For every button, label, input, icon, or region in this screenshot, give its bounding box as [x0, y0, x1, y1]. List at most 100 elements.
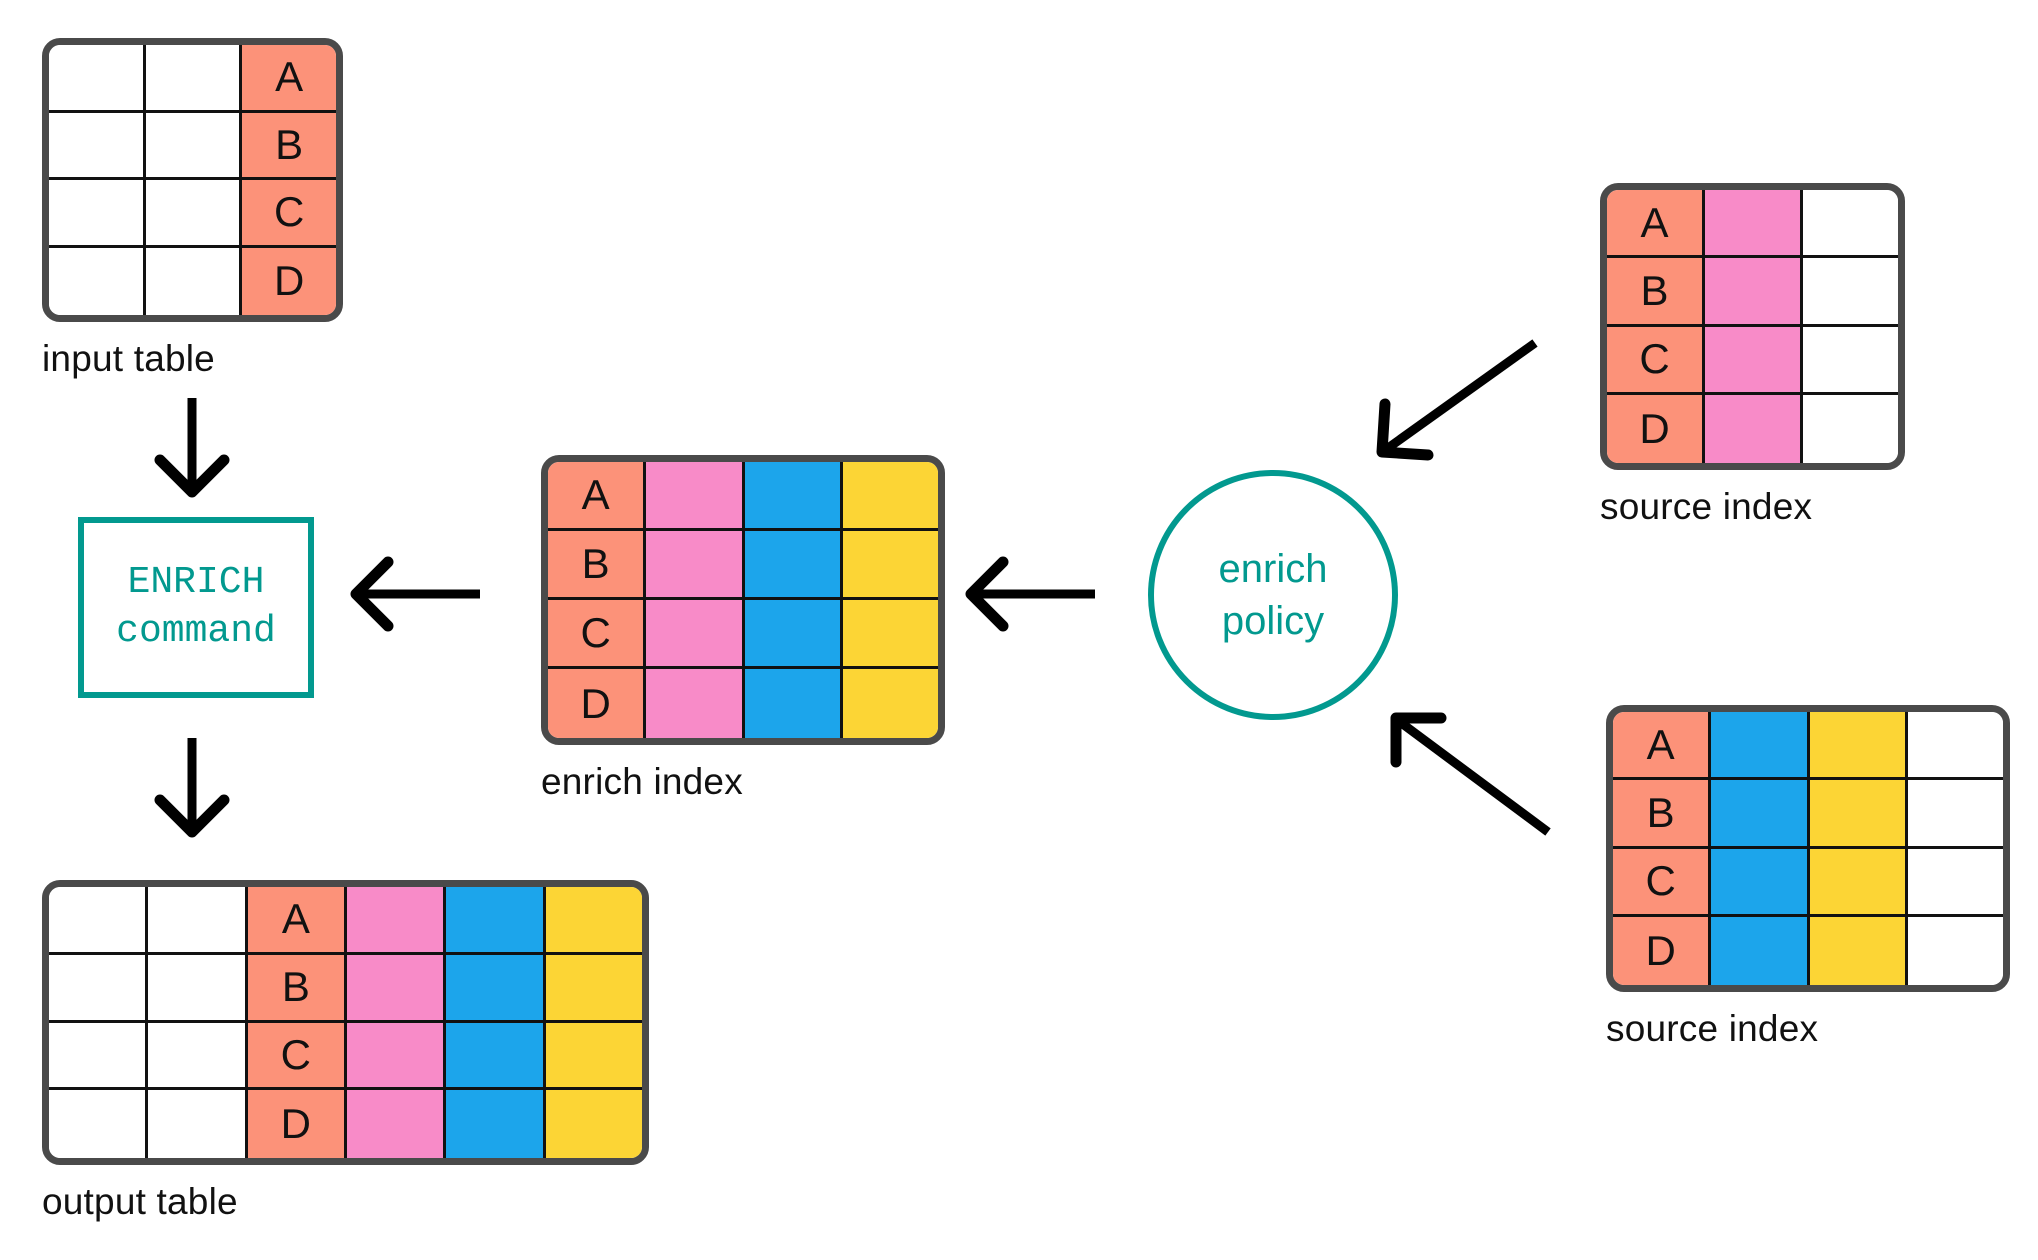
table-row: C	[49, 1022, 642, 1091]
table-cell: A	[1613, 712, 1712, 781]
table-cell	[646, 462, 745, 531]
table-cell	[49, 247, 146, 315]
table-cell	[1803, 326, 1898, 395]
table-cell	[346, 954, 447, 1023]
table-cell: C	[247, 1022, 347, 1091]
table-cell: A	[247, 887, 347, 955]
output-table-caption: output table	[42, 1181, 238, 1222]
policy-to-enrich-index-arrow	[965, 556, 1095, 632]
table-cell: D	[242, 247, 336, 315]
table-cell	[49, 1022, 149, 1091]
table-cell	[842, 600, 938, 669]
table-cell	[145, 247, 243, 315]
table-row: B	[1607, 258, 1898, 327]
table-cell	[842, 531, 938, 600]
table-cell	[346, 1090, 447, 1158]
table-cell	[148, 1022, 248, 1091]
table-row: D	[548, 669, 938, 738]
table-cell	[145, 112, 243, 180]
table-cell	[744, 669, 843, 738]
table-cell	[346, 1022, 447, 1091]
table-cell: B	[548, 531, 647, 600]
table-cell	[49, 887, 149, 955]
table-cell	[842, 462, 938, 531]
table-cell: A	[1607, 190, 1705, 259]
enrich-command-line-1: ENRICH	[127, 560, 265, 604]
input-table-caption: input table	[42, 338, 215, 379]
table-cell	[1803, 394, 1898, 463]
table-row: B	[548, 531, 938, 600]
table-cell	[346, 887, 447, 955]
enrich-policy-circle[interactable]: enrich policy	[1148, 470, 1398, 720]
table-cell	[1711, 916, 1810, 985]
table-cell: B	[247, 954, 347, 1023]
table-row: A	[548, 462, 938, 531]
table-cell: B	[1613, 780, 1712, 849]
table-cell: D	[247, 1090, 347, 1158]
enrich-index-caption: enrich index	[541, 761, 743, 802]
command-to-output-arrow	[154, 738, 230, 838]
table-cell: C	[242, 180, 336, 248]
enrich-index-to-command-arrow	[350, 556, 480, 632]
table-row: A	[49, 887, 642, 955]
source-bottom-to-policy-arrow	[1390, 712, 1551, 836]
table-cell: B	[242, 112, 336, 180]
table-cell: D	[1613, 916, 1712, 985]
table-cell	[1711, 780, 1810, 849]
table-cell: D	[1607, 394, 1705, 463]
table-cell	[148, 1090, 248, 1158]
table-cell: C	[548, 600, 647, 669]
table-cell	[148, 887, 248, 955]
table-cell	[446, 1022, 546, 1091]
table-cell	[744, 600, 843, 669]
table-cell: C	[1613, 848, 1712, 917]
enrich-command-box[interactable]: ENRICH command	[78, 517, 314, 698]
table-cell	[49, 112, 146, 180]
enrich-policy-line-1: enrich	[1218, 547, 1328, 591]
table-cell: D	[548, 669, 647, 738]
table-row: A	[1607, 190, 1898, 259]
table-cell	[1803, 258, 1898, 327]
table-cell	[49, 45, 146, 113]
table-cell	[49, 954, 149, 1023]
table-cell	[646, 669, 745, 738]
table-cell	[1809, 712, 1908, 781]
table-cell	[1809, 916, 1908, 985]
table-row: D	[49, 1090, 642, 1158]
table-cell	[1705, 326, 1803, 395]
source-index-top-caption: source index	[1600, 486, 1813, 527]
table-cell: A	[548, 462, 647, 531]
table-cell	[1803, 190, 1898, 259]
source-index-bottom-caption: source index	[1606, 1008, 1819, 1049]
table-cell: B	[1607, 258, 1705, 327]
table-row: B	[49, 954, 642, 1023]
table-cell	[446, 887, 546, 955]
table-cell	[744, 462, 843, 531]
table-cell	[842, 669, 938, 738]
table-row: C	[1613, 848, 2003, 917]
table-row: A	[1613, 712, 2003, 781]
table-cell	[1907, 712, 2003, 781]
table-row: C	[1607, 326, 1898, 395]
table-cell	[545, 1090, 642, 1158]
table-cell	[49, 180, 146, 248]
table-row: C	[49, 180, 336, 248]
table-cell	[744, 531, 843, 600]
table-row: B	[49, 112, 336, 180]
table-cell	[545, 1022, 642, 1091]
table-cell	[49, 1090, 149, 1158]
table-cell	[1705, 394, 1803, 463]
enrich-command-line-2: command	[116, 609, 276, 653]
table-cell	[1711, 848, 1810, 917]
table-cell	[148, 954, 248, 1023]
table-cell	[1705, 190, 1803, 259]
